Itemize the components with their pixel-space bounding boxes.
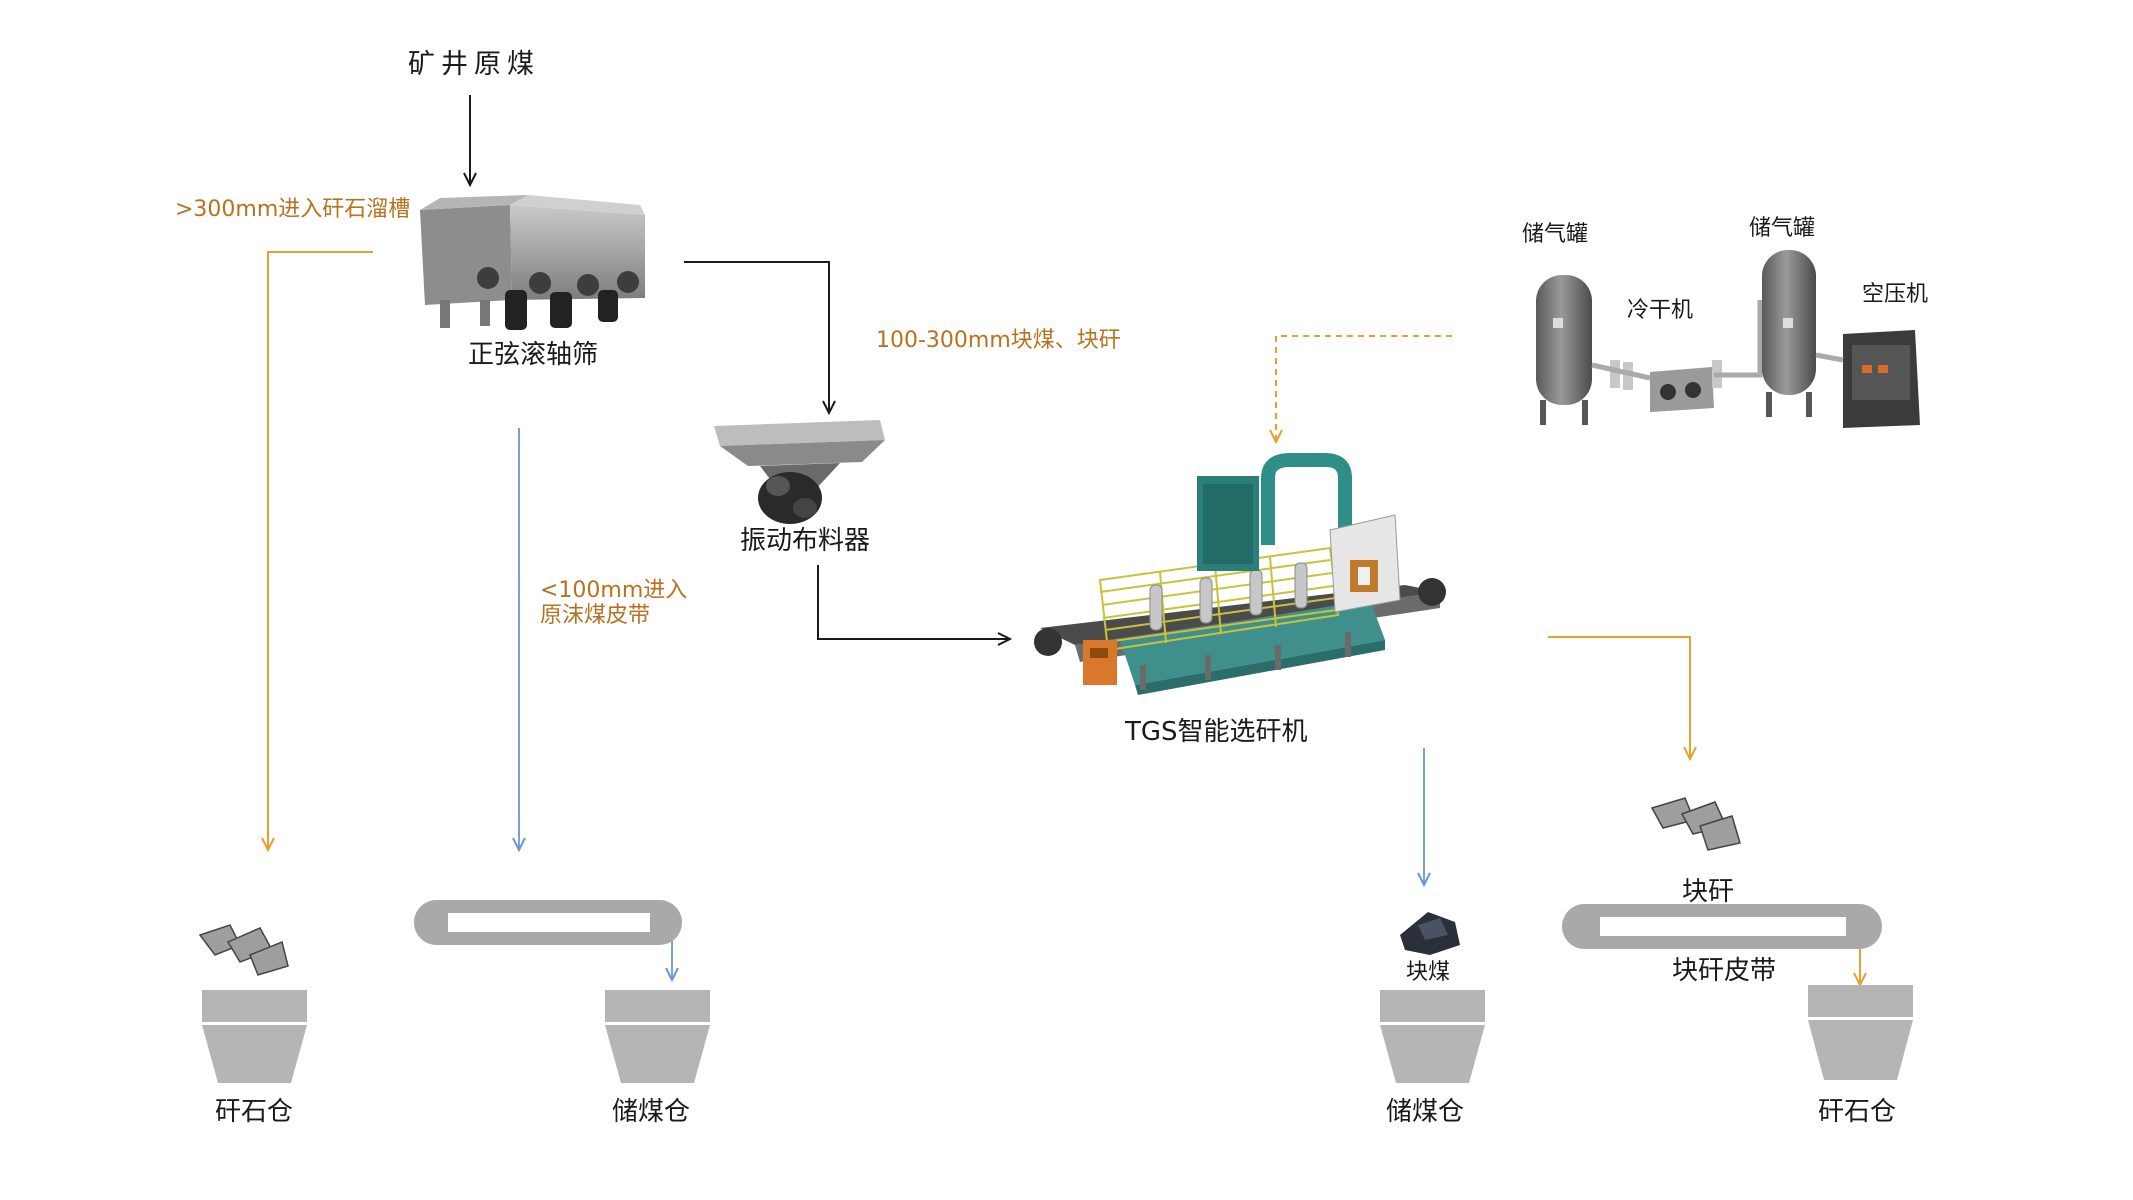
air-tank-1-label: 储气罐 bbox=[1522, 222, 1589, 247]
lump-coal-icon bbox=[1400, 912, 1460, 955]
fines-route-label-line2: 原沫煤皮带 bbox=[540, 603, 651, 628]
dryer-equipment bbox=[1591, 300, 1763, 412]
compressor-label: 空压机 bbox=[1862, 282, 1929, 307]
gangue-rocks-right-icon bbox=[1650, 797, 1741, 851]
coal-bin-right bbox=[1380, 990, 1485, 1083]
gangue-belt-label: 块矸皮带 bbox=[1672, 956, 1777, 986]
air-tank-1-equipment bbox=[1536, 275, 1592, 425]
lump-gangue-label: 块矸 bbox=[1682, 877, 1735, 907]
air-tank-2-equipment bbox=[1762, 250, 1816, 417]
gangue-belt-right bbox=[1562, 904, 1882, 949]
gangue-bin-left-label: 矸石仓 bbox=[215, 1097, 294, 1127]
lump-coal-label: 块煤 bbox=[1406, 960, 1451, 985]
flow-arrow-screen-to-feeder bbox=[684, 261, 829, 413]
sine-roller-screen-label: 正弦滚轴筛 bbox=[468, 340, 599, 370]
compressor-equipment bbox=[1815, 330, 1920, 428]
sine-roller-screen-machine bbox=[420, 195, 645, 330]
gangue-bin-right-label: 矸石仓 bbox=[1818, 1097, 1897, 1127]
vibrating-feeder-machine bbox=[714, 420, 885, 524]
gangue-bin-right bbox=[1808, 985, 1913, 1080]
oversize-route-label: >300mm进入矸石溜槽 bbox=[175, 197, 411, 222]
flow-arrow-tgs-to-lump-gangue bbox=[1548, 636, 1690, 759]
flow-arrow-feeder-to-tgs bbox=[817, 565, 1010, 639]
coal-bin-right-label: 储煤仓 bbox=[1386, 1097, 1465, 1127]
gangue-rocks-left-icon bbox=[198, 924, 289, 976]
coal-bin-left bbox=[605, 990, 710, 1083]
tgs-sorter-machine bbox=[1034, 453, 1446, 695]
size-route-label: 100-300mm块煤、块矸 bbox=[876, 328, 1121, 353]
coal-bin-left-label: 储煤仓 bbox=[612, 1097, 691, 1127]
raw-coal-label: 矿井原煤 bbox=[408, 49, 540, 80]
tgs-machine-label: TGS智能选矸机 bbox=[1125, 717, 1308, 747]
flow-arrow-oversize bbox=[268, 251, 373, 850]
vibrating-feeder-label: 振动布料器 bbox=[740, 526, 871, 556]
gangue-bin-left bbox=[202, 990, 307, 1083]
fines-route-label-line1: <100mm进入 bbox=[540, 578, 688, 603]
flow-arrow-compressed-air bbox=[1276, 335, 1452, 442]
fines-coal-belt bbox=[414, 900, 682, 945]
dryer-label: 冷干机 bbox=[1627, 298, 1694, 323]
air-tank-2-label: 储气罐 bbox=[1749, 216, 1816, 241]
